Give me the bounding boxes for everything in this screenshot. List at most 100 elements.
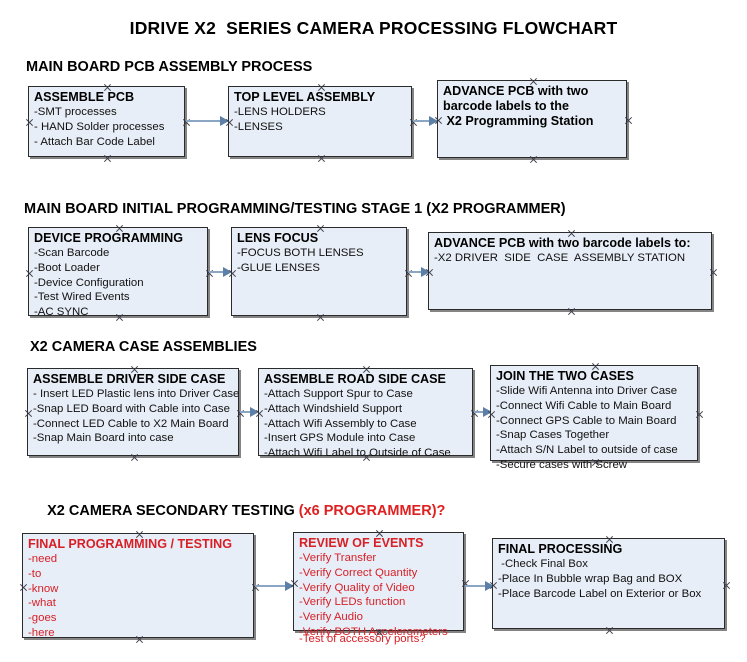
connection-handle-top[interactable] — [375, 529, 384, 538]
node-lens-focus[interactable]: LENS FOCUS -FOCUS BOTH LENSES -GLUE LENS… — [231, 227, 407, 316]
node-title: TOP LEVEL ASSEMBLY — [234, 90, 376, 104]
connection-handle-top[interactable] — [362, 365, 371, 374]
connection-handle-bottom[interactable] — [362, 453, 371, 462]
node-assemble-pcb[interactable]: ASSEMBLE PCB -SMT processes - HAND Solde… — [28, 86, 185, 157]
section-heading-text: X2 CAMERA SECONDARY TESTING — [47, 503, 299, 519]
node-final-programming-testing[interactable]: FINAL PROGRAMMING / TESTING -need -to -k… — [19, 530, 254, 639]
node-line: -Connect LED Cable to X2 Main Board — [33, 417, 229, 430]
connection-handle-left[interactable] — [489, 581, 498, 590]
node-line: -GLUE LENSES — [237, 261, 320, 274]
node-line: -X2 DRIVER SIDE CASE ASSEMBLY STATION — [434, 251, 686, 264]
connection-handle-top[interactable] — [317, 83, 326, 92]
connection-handle-top[interactable] — [316, 224, 325, 233]
node-line: -LENS HOLDERS — [234, 105, 326, 118]
node-overflow-line: -Test of accessory ports? — [299, 633, 426, 645]
connection-handle-top[interactable] — [130, 365, 139, 374]
connection-handle-bottom[interactable] — [103, 154, 112, 163]
connection-handle-bottom[interactable] — [567, 307, 576, 316]
node-join-the-two-cases[interactable]: JOIN THE TWO CASES -Slide Wifi Antenna i… — [487, 362, 698, 471]
connection-handle-right[interactable] — [470, 409, 479, 418]
node-line: -Verify Audio — [299, 611, 363, 624]
connection-handle-bottom[interactable] — [135, 635, 144, 644]
node-line: -Attach S/N Label to outside of case — [496, 444, 678, 457]
connection-handle-top[interactable] — [103, 83, 112, 92]
connection-handle-right[interactable] — [695, 410, 704, 419]
node-line: -LENSES — [234, 120, 283, 133]
node-title: JOIN THE TWO CASES — [496, 369, 634, 383]
section-heading-accent: (x6 PROGRAMMER)? — [298, 503, 446, 519]
connection-handle-right[interactable] — [251, 583, 260, 592]
connection-handle-left[interactable] — [434, 116, 443, 125]
node-title: FINAL PROGRAMMING / TESTING — [28, 537, 233, 551]
connection-handle-left[interactable] — [25, 269, 34, 278]
node-line: -AC SYNC — [34, 306, 89, 319]
node-line: -Attach Wifi Assembly to Case — [264, 417, 417, 430]
connection-handle-right[interactable] — [709, 268, 718, 277]
node-line: -know — [28, 582, 59, 595]
connection-handle-bottom[interactable] — [316, 313, 325, 322]
node-line: -Snap LED Board with Cable into Case — [33, 402, 230, 415]
connection-handle-left[interactable] — [228, 269, 237, 278]
node-line: -Boot Loader — [34, 261, 100, 274]
connection-handle-left[interactable] — [24, 409, 33, 418]
connection-handle-right[interactable] — [404, 269, 413, 278]
node-title: ASSEMBLE DRIVER SIDE CASE — [33, 372, 226, 386]
node-top-level-assembly[interactable]: TOP LEVEL ASSEMBLY -LENS HOLDERS -LENSES — [228, 86, 412, 157]
node-line: - HAND Solder processes — [34, 120, 165, 133]
node-assemble-driver-side-case[interactable]: ASSEMBLE DRIVER SIDE CASE - Insert LED P… — [27, 368, 239, 456]
node-line: -Device Configuration — [34, 276, 144, 289]
node-line: -Place In Bubble wrap Bag and BOX — [498, 572, 683, 585]
connection-handle-right[interactable] — [624, 116, 633, 125]
connection-handle-bottom[interactable] — [591, 458, 600, 467]
connection-handle-right[interactable] — [722, 581, 731, 590]
connection-handle-bottom[interactable] — [529, 155, 538, 164]
connection-handle-left[interactable] — [255, 409, 264, 418]
connection-handle-bottom[interactable] — [317, 154, 326, 163]
connection-handle-left[interactable] — [487, 410, 496, 419]
node-title: ASSEMBLE ROAD SIDE CASE — [264, 372, 446, 386]
node-title: ASSEMBLE PCB — [34, 90, 135, 104]
node-review-of-events[interactable]: REVIEW OF EVENTS -Verify Transfer -Verif… — [290, 529, 464, 645]
connection-handle-left[interactable] — [425, 268, 434, 277]
node-title: REVIEW OF EVENTS — [299, 536, 424, 550]
connection-handle-right[interactable] — [236, 409, 245, 418]
node-final-processing[interactable]: FINAL PROCESSING -Check Final Box -Place… — [492, 538, 725, 629]
node-line: -Verify LEDs function — [299, 596, 406, 609]
node-assemble-road-side-case[interactable]: ASSEMBLE ROAD SIDE CASE -Attach Support … — [255, 365, 473, 459]
connection-handle-bottom[interactable] — [375, 628, 384, 637]
node-line: -Secure cases with Screw — [496, 459, 628, 471]
connection-handle-top[interactable] — [529, 77, 538, 86]
connector-assemble-pcb-to-top-level-assembly — [186, 116, 229, 126]
node-advance-pcb-driver-side-case[interactable]: ADVANCE PCB with two barcode labels to: … — [428, 232, 712, 310]
node-line: -here — [28, 627, 55, 639]
node-advance-pcb-x2-programming-station[interactable]: ADVANCE PCB with two barcode labels to t… — [437, 80, 627, 158]
node-line: -Attach Support Spur to Case — [264, 387, 413, 400]
connection-handle-top[interactable] — [567, 229, 576, 238]
connection-handle-top[interactable] — [591, 362, 600, 371]
node-line: -Verify Quality of Video — [299, 581, 415, 594]
connection-handle-top[interactable] — [115, 224, 124, 233]
connection-handle-top[interactable] — [605, 535, 614, 544]
section-heading-main-board-initial-programming: MAIN BOARD INITIAL PROGRAMMING/TESTING S… — [24, 201, 566, 217]
node-device-programming[interactable]: DEVICE PROGRAMMING -Scan Barcode -Boot L… — [25, 224, 208, 318]
connection-handle-bottom[interactable] — [605, 626, 614, 635]
node-line: -Scan Barcode — [34, 246, 110, 259]
node-line: -Snap Cases Together — [496, 429, 610, 442]
connection-handle-bottom[interactable] — [130, 453, 139, 462]
node-line: -Connect Wifi Cable to Main Board — [496, 399, 672, 412]
connection-handle-right[interactable] — [205, 269, 214, 278]
connection-handle-left[interactable] — [25, 118, 34, 127]
node-line: - Attach Bar Code Label — [34, 135, 155, 148]
page-title: IDRIVE X2 SERIES CAMERA PROCESSING FLOWC… — [129, 18, 618, 38]
connection-handle-right[interactable] — [182, 118, 191, 127]
node-line: -Verify Transfer — [299, 551, 377, 564]
node-line: - Insert LED Plastic lens into Driver Ca… — [33, 387, 240, 400]
connection-handle-right[interactable] — [409, 118, 418, 127]
node-title: DEVICE PROGRAMMING — [34, 231, 184, 245]
connection-handle-top[interactable] — [135, 530, 144, 539]
connection-handle-bottom[interactable] — [115, 313, 124, 322]
connection-handle-left[interactable] — [225, 118, 234, 127]
node-line: -Slide Wifi Antenna into Driver Case — [496, 384, 678, 397]
connection-handle-left[interactable] — [19, 583, 28, 592]
connection-handle-left[interactable] — [290, 579, 299, 588]
